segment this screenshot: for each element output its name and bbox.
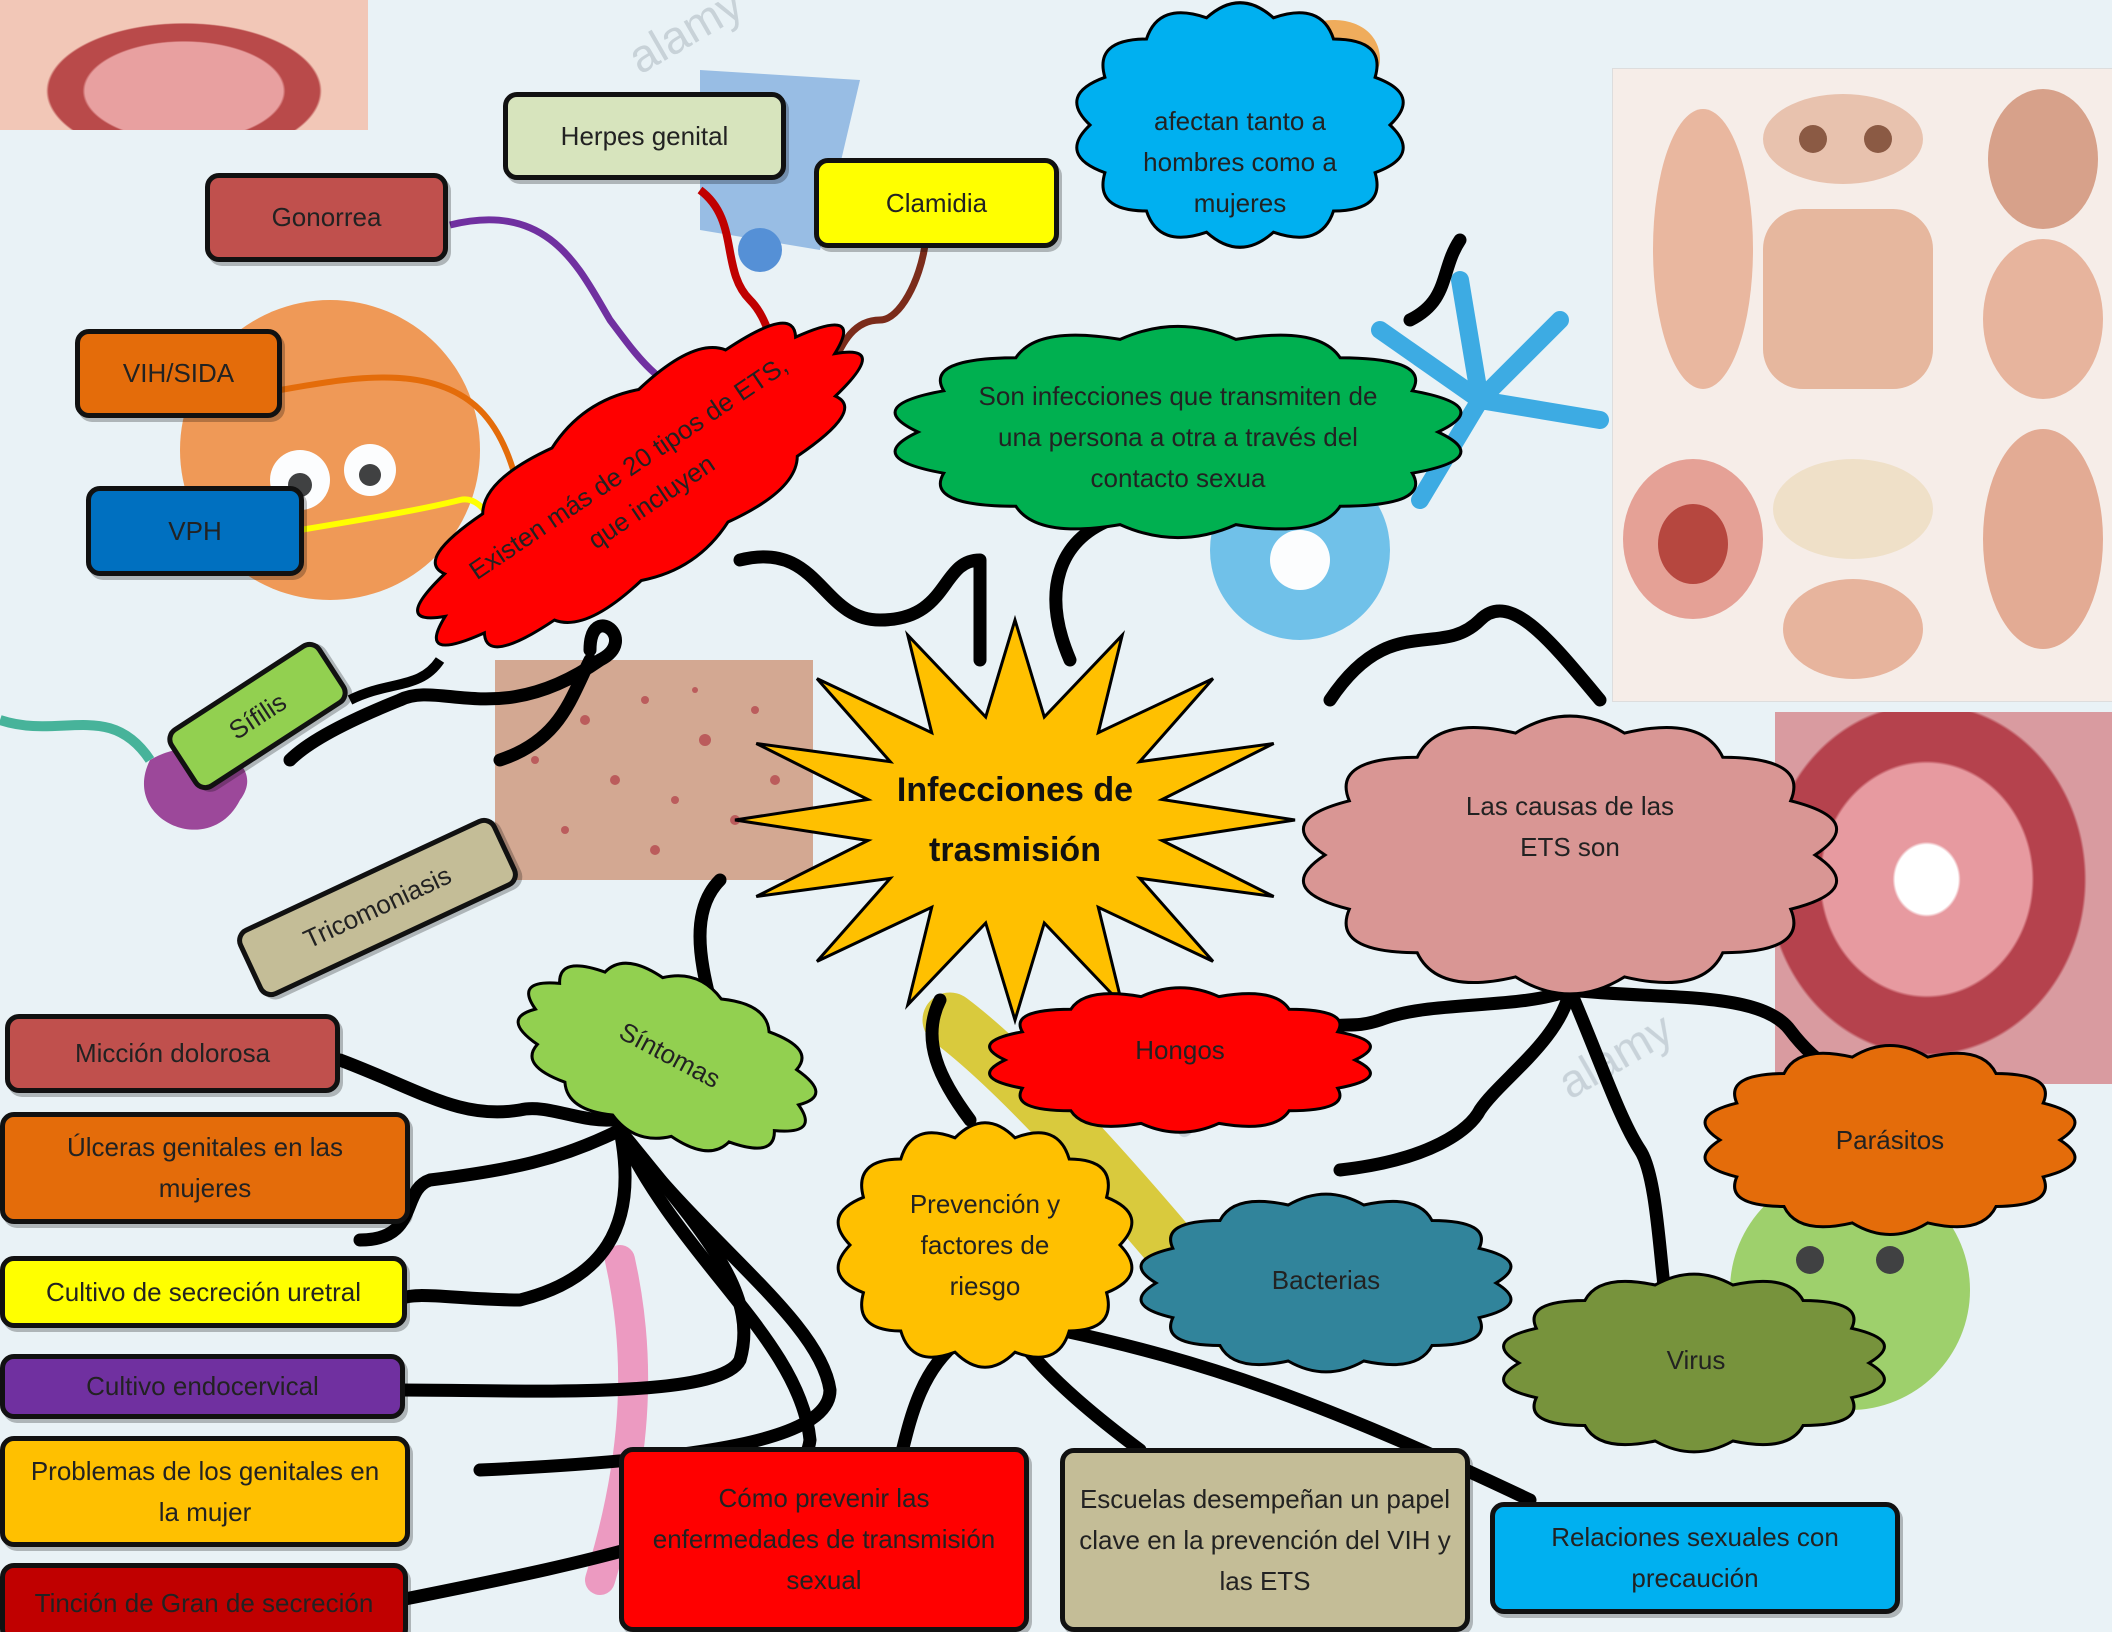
cloud-virus	[1502, 1272, 1886, 1454]
cloud-shapes	[416, 1, 2077, 1454]
connector-line	[393, 1123, 632, 1307]
type-connector-brown	[826, 244, 929, 372]
cause-fungi: Hongos	[1135, 1034, 1225, 1065]
cloud-intro	[416, 321, 864, 649]
symptom-cultivo-endocervical: Cultivo endocervical	[0, 1354, 405, 1419]
symptom-ulceras-genitales: Úlceras genitales en las mujeres	[0, 1112, 410, 1224]
cloud-causes	[1302, 714, 1838, 996]
connector-line	[1563, 983, 1677, 1327]
symptom-problemas-genitales: Problemas de los genitales en la mujer	[0, 1436, 410, 1547]
photo-clinical-closeup	[1775, 712, 2112, 1084]
prevention-como-prevenir: Cómo prevenir las enfermedades de transm…	[619, 1447, 1029, 1632]
connector-line	[347, 656, 445, 705]
connector-line	[1323, 983, 1577, 1037]
cause-parasites: Parásitos	[1835, 1124, 1945, 1155]
prevention-title: Prevención y factores de riesgo	[909, 1188, 1061, 1301]
definition-label: Son infecciones que transmiten de una pe…	[978, 381, 1378, 493]
type-vph: VPH	[86, 486, 304, 576]
connector-line	[1333, 983, 1577, 1177]
prevention-escuelas: Escuelas desempeñan un papel clave en la…	[1060, 1448, 1470, 1632]
cause-virus: Virus	[1666, 1344, 1726, 1375]
connector-line	[493, 653, 597, 767]
cloud-prevention	[836, 1121, 1134, 1369]
cloud-symptoms	[516, 961, 818, 1153]
type-herpes-genital: Herpes genital	[503, 92, 786, 180]
note-label: afectan tanto a hombres como a mujeres	[1143, 106, 1337, 218]
symptom-miccion-dolorosa: Micción dolorosa	[5, 1014, 340, 1093]
center-title: Infecciones de trasmisión	[896, 771, 1134, 869]
photo-skin-rash	[495, 660, 813, 880]
symptom-cultivo-secrecion-uretral: Cultivo de secreción uretral	[0, 1256, 407, 1328]
symptom-tincion-gran: Tinción de Gran de secreción	[0, 1563, 408, 1632]
type-clamidia: Clamidia	[814, 158, 1059, 248]
cause-bacteria: Bacterias	[1271, 1264, 1381, 1295]
connector-line	[1323, 604, 1607, 707]
cloud-definition	[893, 324, 1463, 540]
cloud-note	[1075, 1, 1405, 249]
cloud-bacteria	[1139, 1192, 1513, 1374]
causes-title: Las causas de las ETS son	[1465, 791, 1675, 862]
connector-line	[353, 1123, 627, 1247]
connector-line	[283, 619, 622, 767]
connector-line	[393, 1123, 751, 1398]
photo-anatomy-illustrations	[1612, 68, 2112, 702]
connector-line	[393, 1123, 817, 1607]
type-vih-sida: VIH/SIDA	[75, 329, 282, 418]
photo-lips	[0, 0, 368, 130]
germ-cartoon-blue-spikes	[1371, 271, 1609, 509]
cloud-parasites	[1703, 1044, 2077, 1236]
center-star	[734, 614, 1296, 1026]
connector-line	[733, 550, 987, 667]
connector-line	[925, 993, 977, 1127]
prevention-relaciones-precaucion: Relaciones sexuales con precaución	[1490, 1502, 1900, 1614]
connector-line	[1403, 233, 1467, 327]
germ-cartoon-pink	[585, 1245, 649, 1595]
cloud-fungi	[988, 986, 1372, 1134]
type-gonorrea: Gonorrea	[205, 173, 448, 262]
